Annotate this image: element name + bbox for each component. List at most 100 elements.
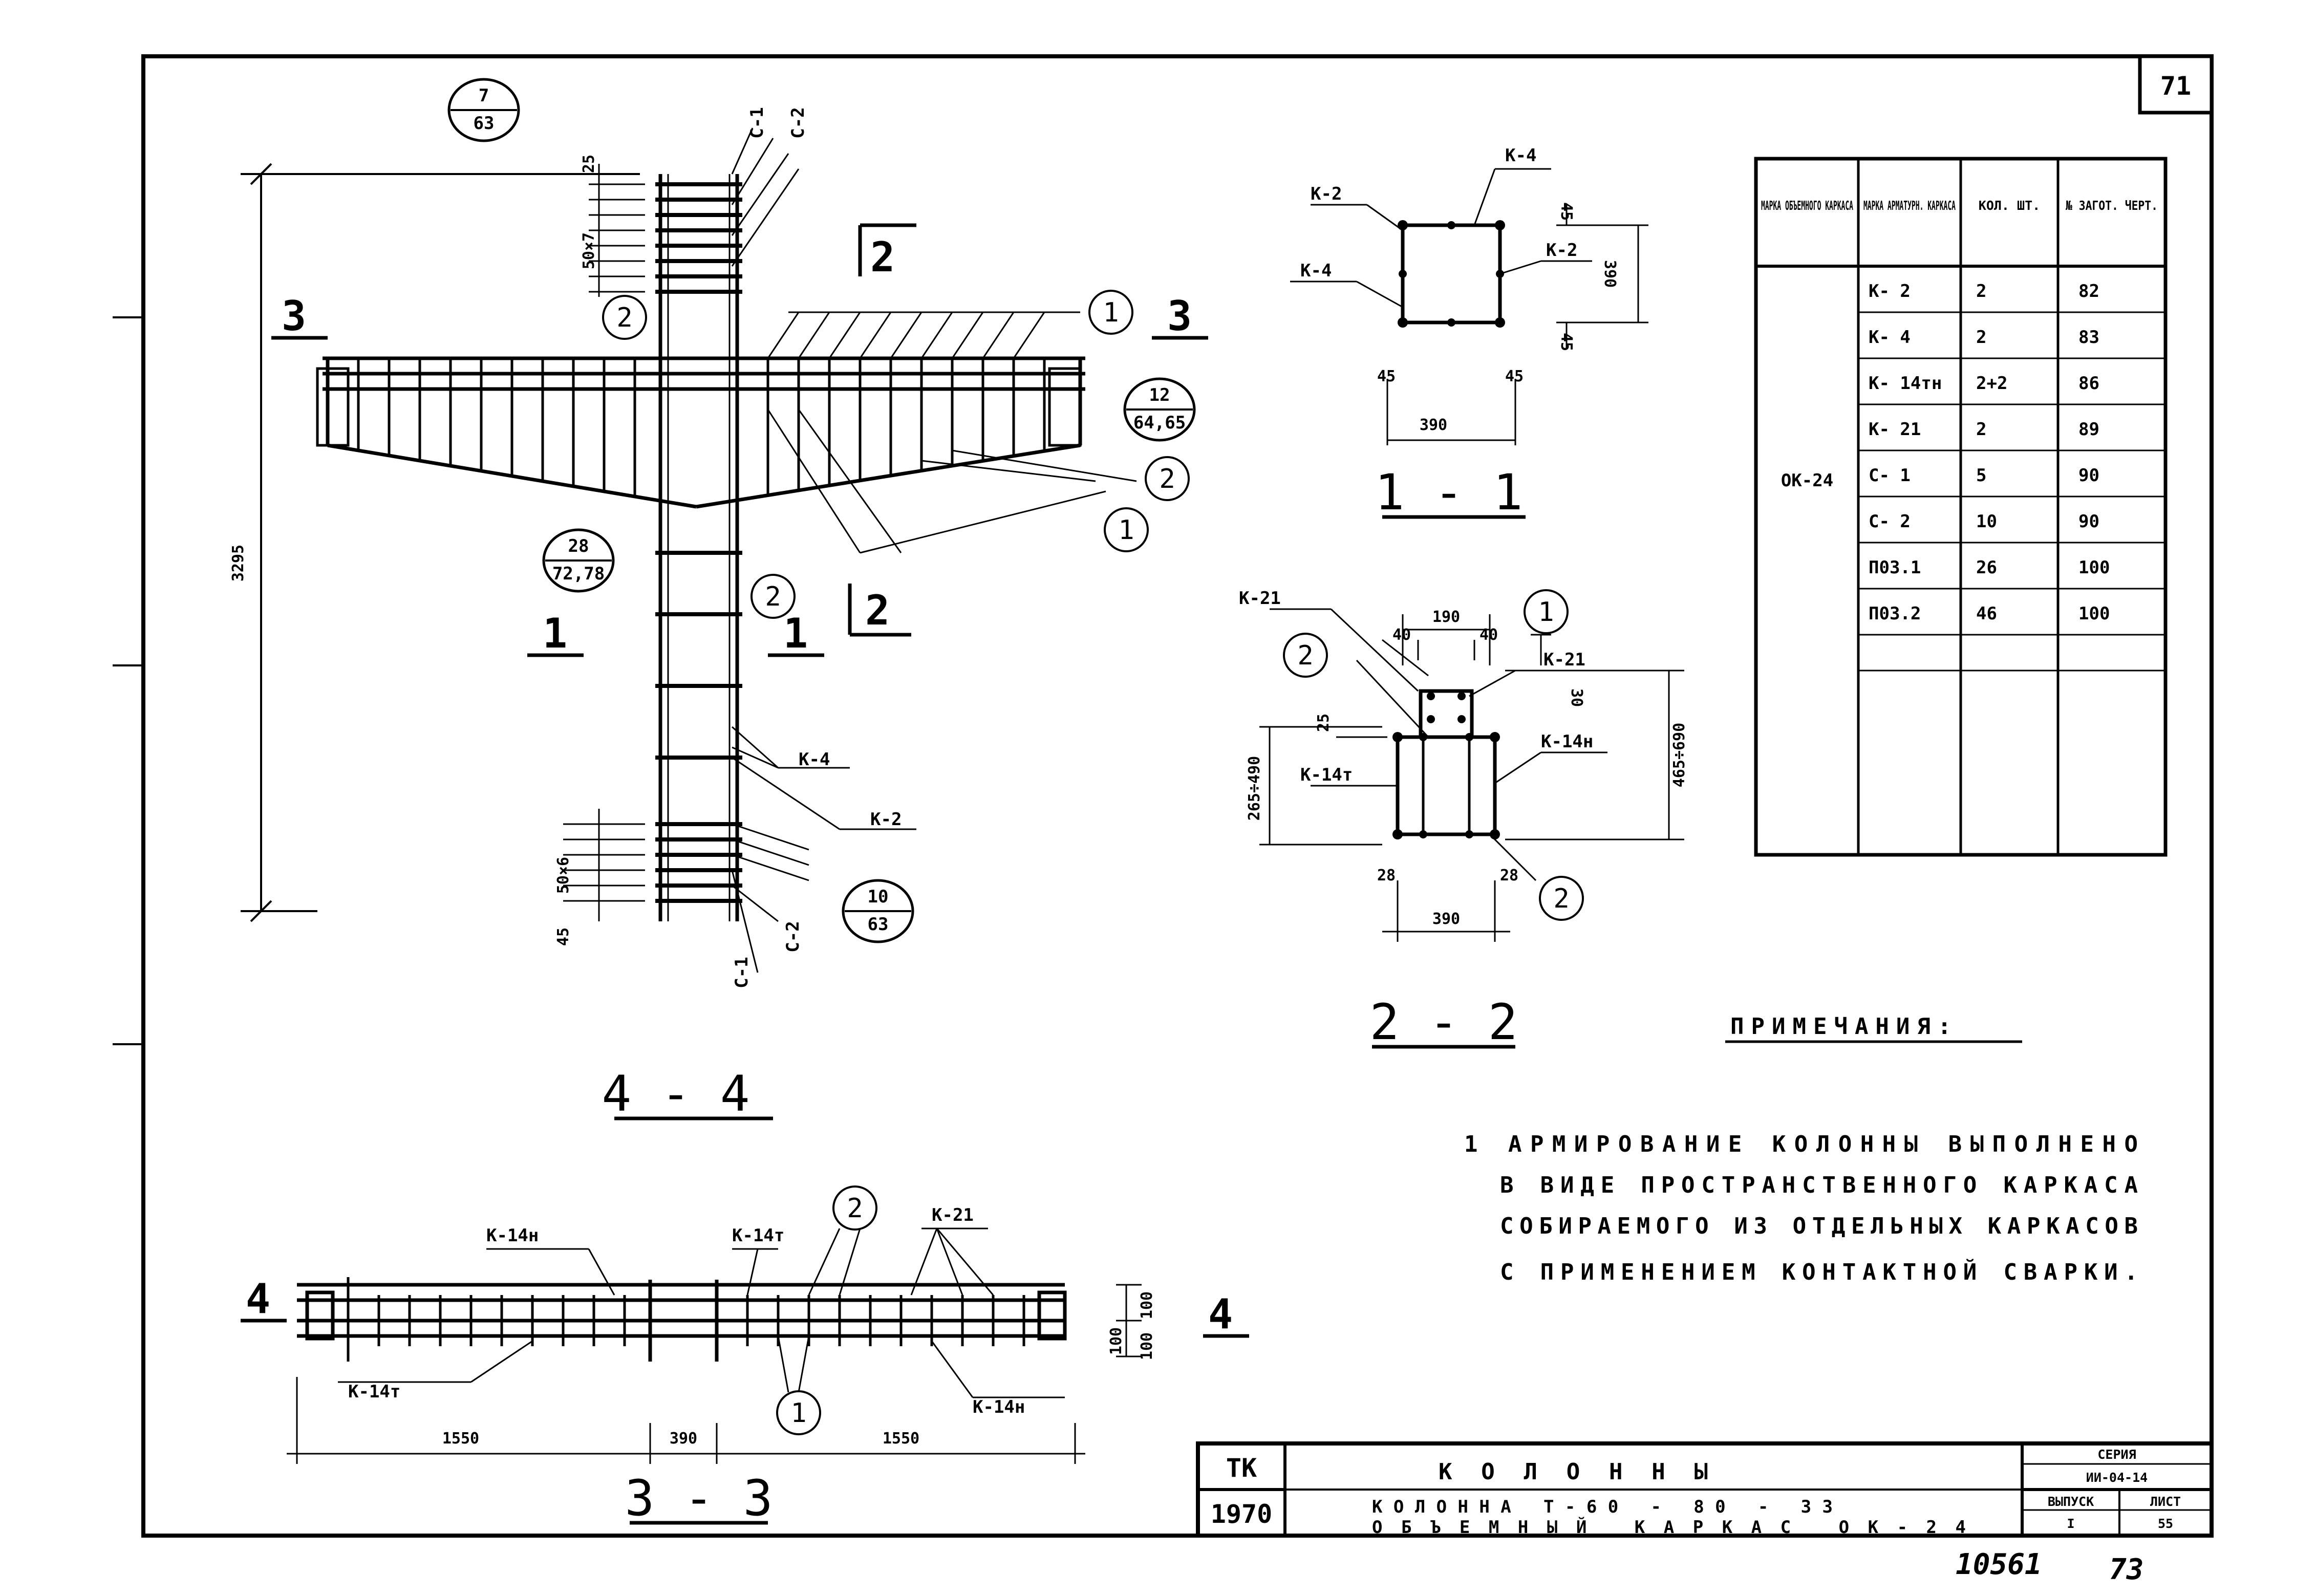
callout-1-b: 1 xyxy=(1118,515,1134,546)
stamp-year: 1970 xyxy=(1211,1499,1272,1529)
table-group-mark: ОК-24 xyxy=(1781,470,1833,491)
table-r1-c1: K- 2 xyxy=(1869,281,1911,301)
notes-line-2: В ВИДЕ ПРОСТРАНСТВЕННОГО КАРКАСА xyxy=(1500,1172,2145,1198)
node-ref-1-bottom: 63 xyxy=(474,113,495,134)
node-ref-4-top: 10 xyxy=(868,887,889,907)
notes-line-4: С ПРИМЕНЕНИЕМ КОНТАКТНОЙ СВАРКИ. xyxy=(1500,1258,2145,1285)
callout-2-b: 2 xyxy=(1159,464,1175,494)
s33-cut-mark-4-right: 4 xyxy=(1208,1290,1233,1338)
stamp-line-2: ОБЪЕМНЫЙ КАРКАС ОК-24 xyxy=(1372,1517,1966,1538)
page-number-box: 71 xyxy=(2138,54,2214,115)
table-r6-c1: C- 2 xyxy=(1869,511,1911,532)
table-r1-c3: 82 xyxy=(2078,281,2099,301)
node-ref-2-bottom: 64,65 xyxy=(1133,413,1186,433)
cut-mark-1-left: 1 xyxy=(543,610,567,657)
notes-title: ПРИМЕЧАНИЯ: xyxy=(1730,1013,1958,1040)
s11-label-k2-left: K-2 xyxy=(1311,184,1342,204)
frame-label-c1-top: C-1 xyxy=(747,107,767,138)
top-spacing-dim-1: 25 xyxy=(580,155,598,173)
s22-dim-40-left: 40 xyxy=(1392,626,1411,644)
stamp-org: ТК xyxy=(1226,1453,1257,1483)
overall-dimension: 3295 xyxy=(229,545,247,581)
s11-dim-45-bottom: 45 xyxy=(1557,333,1575,351)
node-ref-4-bottom: 63 xyxy=(868,914,889,935)
s22-dim-190: 190 xyxy=(1432,608,1460,626)
frame-label-c2-top: C-2 xyxy=(788,107,808,138)
table-r3-c2: 2+2 xyxy=(1976,373,2007,394)
title-block-text: ТК 1970 КОЛОННЫ КОЛОННА Т-60 - 80 - 33 О… xyxy=(1211,1447,2181,1538)
s22-callout-1: 1 xyxy=(1538,597,1554,628)
s11-label-k2-right: K-2 xyxy=(1546,240,1577,261)
s22-label-k14t: K-14т xyxy=(1300,765,1353,785)
table-r4-c1: K- 21 xyxy=(1869,419,1921,440)
s33-dim-1550-right: 1550 xyxy=(883,1430,919,1448)
table-r5-c2: 5 xyxy=(1976,465,1986,486)
table-r3-c1: K- 14тн xyxy=(1869,373,1942,394)
s33-callout-1: 1 xyxy=(790,1398,806,1429)
notes: ПРИМЕЧАНИЯ: 1 АРМИРОВАНИЕ КОЛОННЫ ВЫПОЛН… xyxy=(1464,1013,2145,1285)
s22-callout-2-right: 2 xyxy=(1553,883,1569,914)
table-r5-c3: 90 xyxy=(2078,465,2099,486)
s33-dim-390: 390 xyxy=(670,1430,697,1448)
cut-mark-3-right: 3 xyxy=(1167,292,1192,340)
node-ref-1-top: 7 xyxy=(479,85,489,106)
table-r7-c2: 26 xyxy=(1976,557,1997,578)
handwritten-page: 73 xyxy=(2109,1553,2143,1586)
cut-mark-3-left: 3 xyxy=(282,292,306,340)
s11-dim-390-v: 390 xyxy=(1601,260,1619,288)
s11-label-k4-top: K-4 xyxy=(1505,145,1536,166)
cut-mark-1-right: 1 xyxy=(783,610,808,657)
table-r8-c3: 100 xyxy=(2078,603,2110,624)
s33-label-k14n-top: K-14н xyxy=(486,1225,539,1246)
node-ref-3-bottom: 72,78 xyxy=(552,564,605,584)
s22-dim-40-right: 40 xyxy=(1479,626,1498,644)
s22-label-k14n: K-14н xyxy=(1541,731,1593,752)
table-r7-c3: 100 xyxy=(2078,557,2110,578)
stamp-sheet-value: 55 xyxy=(2158,1516,2173,1531)
sheet-frame xyxy=(113,54,2214,1538)
top-spacing-dim-2: 50×7 xyxy=(580,232,598,269)
page-number: 71 xyxy=(2160,71,2191,101)
table-r5-c1: C- 1 xyxy=(1869,465,1911,486)
cut-mark-2-bottom: 2 xyxy=(865,587,890,634)
s33-cut-mark-4-left: 4 xyxy=(246,1275,270,1323)
table-header-1: МАРКА ОБЪЕМНОГО КАРКАСА xyxy=(1761,198,1853,213)
stamp-sheet-label: ЛИСТ xyxy=(2150,1494,2181,1509)
s22-dim-28-right: 28 xyxy=(1500,867,1518,885)
table-r1-c2: 2 xyxy=(1976,281,1986,301)
table-r2-c1: K- 4 xyxy=(1869,327,1911,348)
section-4-4: 3295 xyxy=(229,78,1208,1123)
callout-1-a: 1 xyxy=(1103,297,1119,328)
section-3-3-title: 3 - 3 xyxy=(625,1470,773,1527)
table-header-3: КОЛ. ШТ. xyxy=(1979,198,2040,213)
bottom-spacing-dim-1: 50×6 xyxy=(554,857,572,894)
section-3-3: 4 4 K-14н K-14т K-21 K-14т K-14н 1550 39… xyxy=(241,1185,1249,1527)
stamp-series-label: СЕРИЯ xyxy=(2097,1447,2136,1462)
s22-dim-30: 30 xyxy=(1568,688,1585,707)
s22-callout-2-left: 2 xyxy=(1297,640,1313,671)
s11-dim-45-right: 45 xyxy=(1505,368,1524,385)
s22-dim-28-left: 28 xyxy=(1377,867,1396,885)
section-2-2-title: 2 - 2 xyxy=(1370,994,1518,1051)
frame-label-c2-bottom: C-2 xyxy=(783,921,803,952)
s11-dim-45-left: 45 xyxy=(1377,368,1396,385)
table-r2-c3: 83 xyxy=(2078,327,2099,348)
s33-label-k21: K-21 xyxy=(932,1205,974,1225)
stamp-issue-value: I xyxy=(2067,1516,2074,1531)
s33-callout-2: 2 xyxy=(847,1193,863,1224)
table-r8-c2: 46 xyxy=(1976,603,1997,624)
notes-line-3: СОБИРАЕМОГО ИЗ ОТДЕЛЬНЫХ КАРКАСОВ xyxy=(1500,1213,2145,1239)
title-block xyxy=(1196,1441,2214,1538)
table-r7-c1: П03.1 xyxy=(1869,557,1921,578)
frames-table-text: МАРКА ОБЪЕМНОГО КАРКАСА МАРКА АРМАТУРН. … xyxy=(1761,198,2158,624)
s33-label-k14n-bottom: K-14н xyxy=(973,1397,1025,1417)
table-header-2: МАРКА АРМАТУРН. КАРКАСА xyxy=(1863,198,1956,213)
s22-dim-265-490: 265÷490 xyxy=(1246,756,1263,821)
node-ref-2-top: 12 xyxy=(1149,385,1170,405)
s22-label-k21-left: K-21 xyxy=(1239,588,1281,609)
frames-table xyxy=(1754,157,2168,857)
s11-dim-390-h: 390 xyxy=(1420,416,1447,434)
s33-dim-1550-left: 1550 xyxy=(442,1430,479,1448)
section-2-2: K-21 K-21 K-14н K-14т 190 40 40 30 25 26… xyxy=(1239,588,1688,1051)
